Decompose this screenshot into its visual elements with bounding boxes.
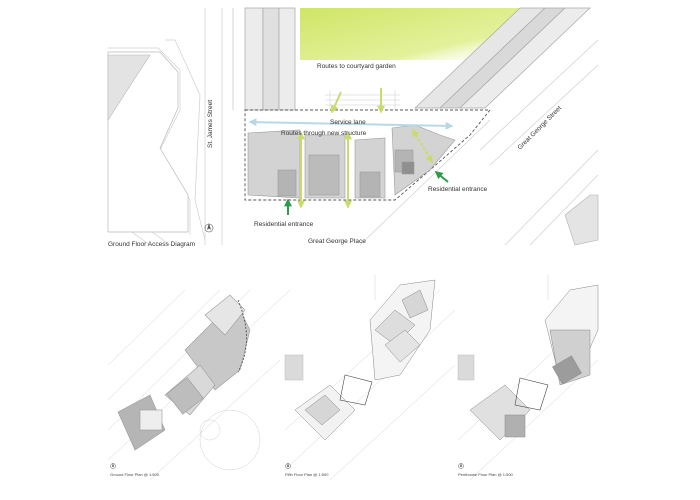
left-block [107, 51, 189, 233]
label-service-lane: Service lane [330, 119, 366, 126]
left-block-shade [107, 54, 151, 122]
residential-entrance-arrow-right [434, 170, 449, 183]
access-diagram: Routes to courtyard garden Service lane … [107, 7, 599, 248]
label-routes-structure: Routes through new structure [281, 130, 367, 137]
north-arrow-icon [204, 223, 214, 233]
corner-building [564, 194, 599, 246]
plan-ground-floor: Ground Floor Plan @ 1:500 [107, 289, 291, 481]
street-lines-right [359, 39, 599, 246]
label-residential-entrance-right: Residential entrance [428, 186, 488, 193]
plan-caption-ground: Ground Floor Plan @ 1:500 [110, 472, 160, 477]
label-routes-courtyard: Routes to courtyard garden [317, 63, 396, 70]
label-great-george-place: Great George Place [308, 238, 366, 245]
plan-caption-penthouse: Penthouse Floor Plan @ 1:500 [458, 472, 514, 477]
plan-caption-fifth: Fifth Floor Plan @ 1:500 [285, 472, 329, 477]
plan-penthouse-floor: Penthouse Floor Plan @ 1:500 [457, 275, 599, 481]
courtyard-steps [325, 90, 400, 110]
courtyard-route-arrow-left [330, 91, 342, 114]
label-st-james-street: St. James Street [207, 100, 214, 148]
north-arrow-icon [458, 463, 464, 469]
north-arrow-icon [110, 463, 116, 469]
diagram-title: Ground Floor Access Diagram [108, 241, 195, 248]
plan-fifth-floor: Fifth Floor Plan @ 1:500 [284, 275, 456, 481]
label-great-george-street: Great George Street [516, 105, 563, 152]
structure-route-arrows [297, 128, 433, 209]
north-arrow-icon [285, 463, 291, 469]
courtyard-garden [300, 8, 520, 60]
service-lane-arrow [248, 118, 454, 130]
vertical-blocks [232, 7, 296, 111]
diagonal-blocks [414, 7, 591, 109]
label-residential-entrance-left: Residential entrance [254, 221, 314, 228]
